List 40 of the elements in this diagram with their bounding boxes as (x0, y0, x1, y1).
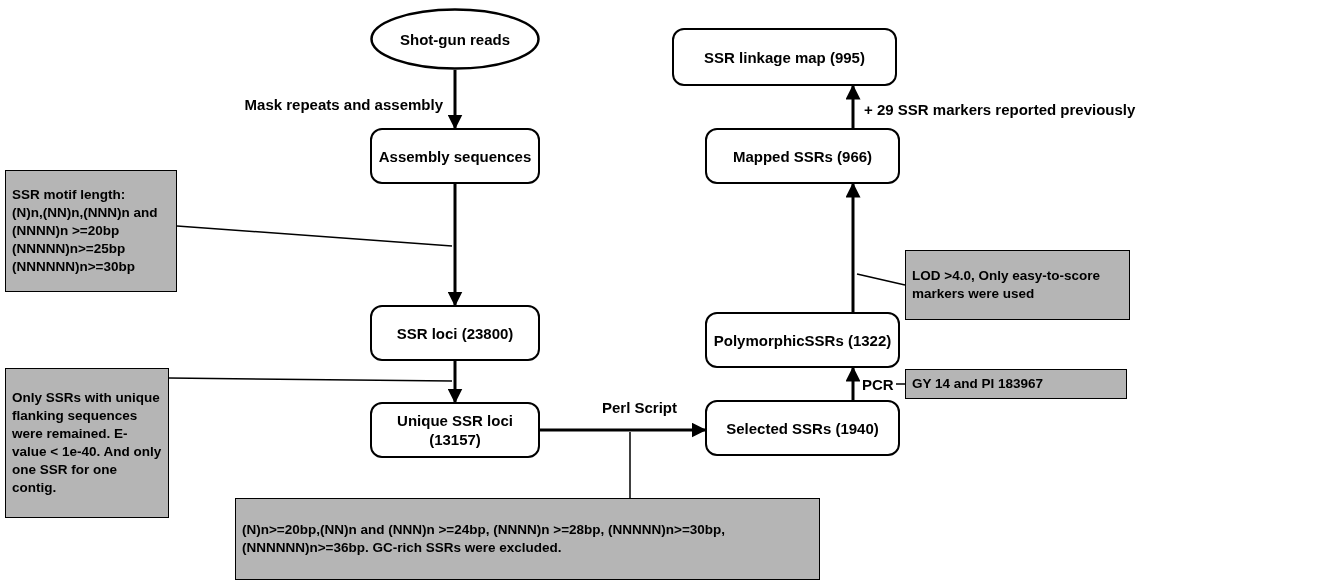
node-label: Unique SSR loci (13157) (396, 411, 514, 449)
leader-line (629, 431, 631, 499)
arrow (447, 361, 463, 404)
note-text: (N)n,(NN)n,(NNN)n and (NNNN)n >=20bp (NNNNN)n>=25bp (NNNNNN)n>=30bp (12, 204, 159, 276)
note-text: GY 14 and PI 183967 (912, 375, 1044, 393)
note-box (905, 369, 1127, 399)
note-box (5, 368, 169, 518)
arrow (845, 182, 861, 312)
note-box (905, 250, 1130, 320)
note-text: LOD >4.0, Only easy-to-score markers were used (912, 267, 1101, 303)
note-box (235, 498, 820, 580)
start-ellipse (370, 8, 540, 70)
arrow (540, 422, 707, 438)
arrow (447, 184, 463, 307)
arrow (447, 70, 463, 130)
process-box (705, 128, 900, 184)
leader-line (895, 383, 906, 385)
arrow (845, 84, 861, 128)
node-label: Mapped SSRs (966) (732, 146, 873, 166)
node-label: Shot-gun reads (400, 29, 510, 49)
note-text: Only SSRs with unique flanking sequences were remained. E-value < 1e-40. And only one SSR for one contig. (12, 389, 162, 497)
leader-line (856, 273, 906, 286)
edge-label: Mask repeats and assembly (243, 95, 444, 114)
note-box (5, 170, 177, 292)
process-box (370, 402, 540, 458)
node-label: Assembly sequences (378, 146, 532, 166)
process-box (705, 312, 900, 368)
leader-line (168, 377, 453, 382)
node-label: Selected SSRs (1940) (726, 418, 879, 438)
arrow (845, 366, 861, 400)
process-box (370, 128, 540, 184)
node-label: SSR loci (23800) (396, 323, 514, 343)
note-heading: SSR motif length: (12, 186, 126, 204)
node-label: SSR linkage map (995) (704, 47, 865, 67)
process-box (672, 28, 897, 86)
process-box (370, 305, 540, 361)
node-label: PolymorphicSSRs (1322) (713, 330, 892, 350)
note-text: (N)n>=20bp,(NN)n and (NNN)n >=24bp, (NNNN)n >=28bp, (NNNNN)n>=30bp,(NNNNNN)n>=36bp. GC-rich SSRs were excluded. (242, 521, 727, 557)
process-box (705, 400, 900, 456)
leader-line (176, 225, 453, 247)
